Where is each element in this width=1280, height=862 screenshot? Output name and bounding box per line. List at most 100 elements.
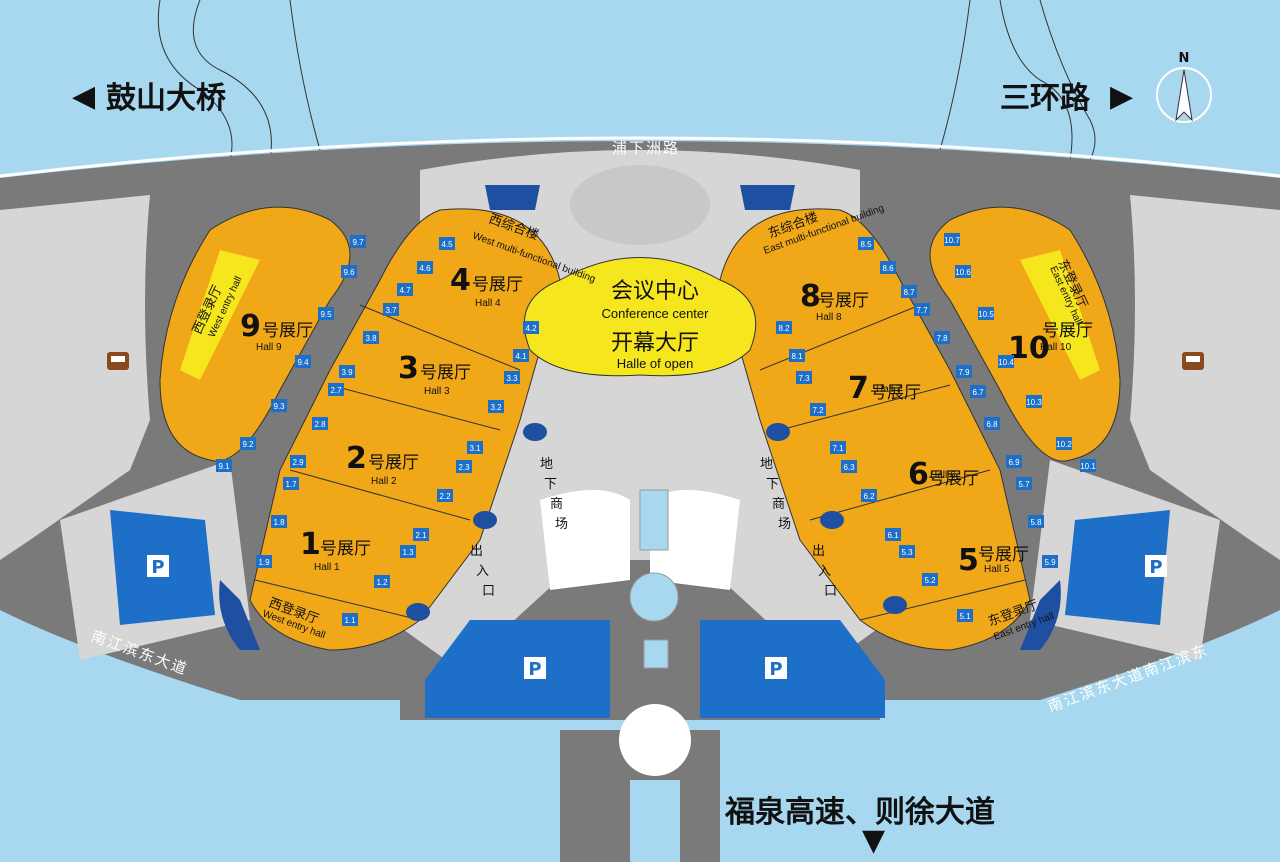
door-marker bbox=[341, 265, 357, 278]
door-label: 1.8 bbox=[273, 518, 285, 527]
svg-text:号展厅: 号展厅 bbox=[978, 545, 1029, 565]
door-label: 8.7 bbox=[903, 288, 915, 297]
door-marker bbox=[400, 545, 416, 558]
door-label: 6.2 bbox=[863, 492, 875, 501]
conference-center[interactable] bbox=[523, 257, 757, 377]
door-marker bbox=[789, 349, 805, 362]
svg-text:号展厅: 号展厅 bbox=[1042, 321, 1093, 341]
door-marker bbox=[283, 477, 299, 490]
plaza-top-oval bbox=[570, 165, 710, 245]
door-marker bbox=[363, 331, 379, 344]
door-marker bbox=[984, 417, 1000, 430]
svg-text:Hall 3: Hall 3 bbox=[424, 386, 450, 397]
underground-label-west: 地 下 商 场 出 入 口 bbox=[470, 457, 568, 599]
fountain bbox=[629, 572, 679, 622]
door-label: 3.1 bbox=[469, 444, 481, 453]
open-hall-cn: 开幕大厅 bbox=[611, 331, 699, 356]
svg-text:号展厅: 号展厅 bbox=[472, 275, 523, 295]
door-marker bbox=[830, 441, 846, 454]
door-label: 2.3 bbox=[458, 463, 470, 472]
west-land bbox=[0, 195, 150, 560]
svg-text:出: 出 bbox=[812, 544, 825, 559]
door-label: 9.2 bbox=[242, 440, 254, 449]
parking-lot-east bbox=[1065, 510, 1170, 625]
door-label: 2.2 bbox=[439, 492, 451, 501]
compass-label: N bbox=[1179, 51, 1190, 66]
fountain-channel-south bbox=[643, 639, 669, 669]
door-label: 4.6 bbox=[419, 264, 431, 273]
door-marker bbox=[1028, 515, 1044, 528]
door-marker bbox=[467, 441, 483, 454]
hall-label-2: 2 号展厅 Hall 2 bbox=[346, 441, 419, 487]
east-hall-complex bbox=[719, 185, 1121, 651]
west-hall-complex bbox=[159, 185, 561, 651]
fountain-channel bbox=[639, 489, 669, 551]
door-label: 9.3 bbox=[273, 402, 285, 411]
parking-sign-label: P bbox=[151, 557, 164, 578]
svg-text:口: 口 bbox=[482, 584, 495, 599]
door-marker bbox=[914, 303, 930, 316]
roundabout bbox=[619, 704, 691, 776]
door-marker bbox=[339, 365, 355, 378]
door-label: 6.3 bbox=[843, 463, 855, 472]
svg-text:入: 入 bbox=[476, 564, 489, 579]
door-marker bbox=[488, 400, 504, 413]
door-label: 10.1 bbox=[1080, 462, 1096, 471]
door-label: 2.9 bbox=[292, 458, 304, 467]
door-marker bbox=[934, 331, 950, 344]
conference-cn: 会议中心 bbox=[611, 279, 699, 304]
door-marker bbox=[513, 349, 529, 362]
south-avenue-island bbox=[630, 780, 680, 862]
svg-text:Hall 1: Hall 1 bbox=[314, 562, 340, 573]
svg-text:地: 地 bbox=[760, 457, 773, 472]
svg-text:7: 7 bbox=[848, 371, 869, 406]
hall-10[interactable] bbox=[929, 206, 1121, 462]
svg-text:Hall 7: Hall 7 bbox=[876, 384, 902, 395]
conference-en: Conference center bbox=[602, 306, 710, 321]
east-land bbox=[1130, 195, 1280, 560]
door-label: 5.3 bbox=[901, 548, 913, 557]
door-label: 1.2 bbox=[376, 578, 388, 587]
svg-text:号展厅: 号展厅 bbox=[368, 453, 419, 473]
door-marker bbox=[1056, 437, 1072, 450]
door-label: 7.9 bbox=[958, 368, 970, 377]
door-marker bbox=[456, 460, 472, 473]
door-label: 9.1 bbox=[218, 462, 230, 471]
door-marker bbox=[858, 237, 874, 250]
svg-text:口: 口 bbox=[824, 584, 837, 599]
svg-text:Hall 8: Hall 8 bbox=[816, 312, 842, 323]
direction-east: 三环路 bbox=[1000, 81, 1091, 116]
svg-text:出: 出 bbox=[470, 544, 483, 559]
underground-label-east: 地 下 商 场 出 入 口 bbox=[760, 457, 837, 599]
svg-text:2: 2 bbox=[346, 441, 367, 476]
svg-text:商: 商 bbox=[550, 497, 563, 512]
svg-text:号展厅: 号展厅 bbox=[818, 291, 869, 311]
north-road-line bbox=[0, 136, 1280, 178]
svg-text:8: 8 bbox=[800, 279, 821, 314]
halls-1-4[interactable] bbox=[249, 208, 561, 651]
door-marker bbox=[271, 515, 287, 528]
door-label: 10.5 bbox=[978, 310, 994, 319]
hall-label-7: 7 号展厅 Hall 7 bbox=[848, 371, 921, 406]
door-label: 1.9 bbox=[258, 558, 270, 567]
door-label: 3.7 bbox=[385, 306, 397, 315]
door-marker bbox=[970, 385, 986, 398]
door-marker bbox=[1026, 395, 1042, 408]
svg-text:P: P bbox=[1149, 557, 1162, 578]
door-marker bbox=[342, 613, 358, 626]
svg-text:号展厅: 号展厅 bbox=[928, 469, 979, 489]
west-entry-yellow bbox=[180, 250, 260, 380]
svg-text:场: 场 bbox=[555, 517, 568, 532]
door-marker bbox=[397, 283, 413, 296]
door-label: 10.6 bbox=[955, 268, 971, 277]
road-north-label: 浦下洲路 bbox=[612, 139, 680, 157]
svg-text:场: 场 bbox=[778, 517, 791, 532]
door-label: 8.6 bbox=[882, 264, 894, 273]
door-marker bbox=[956, 365, 972, 378]
svg-text:6: 6 bbox=[908, 457, 929, 492]
door-marker bbox=[523, 321, 539, 334]
door-marker bbox=[417, 261, 433, 274]
door-label: 8.5 bbox=[860, 240, 872, 249]
door-label: 7.7 bbox=[916, 306, 928, 315]
door-label: 5.9 bbox=[1044, 558, 1056, 567]
